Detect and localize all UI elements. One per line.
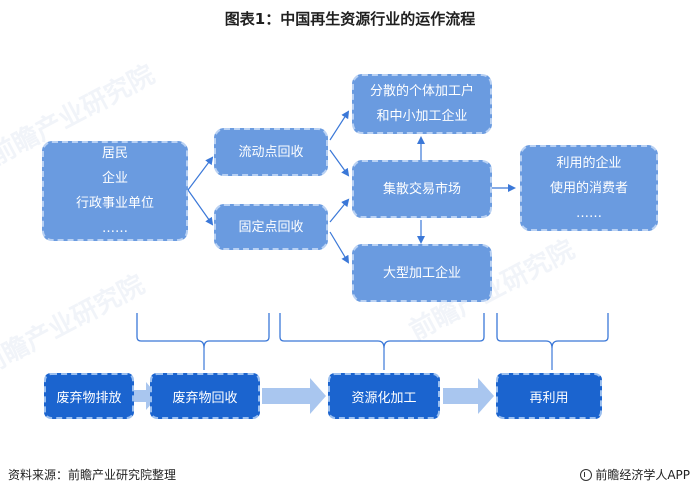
- processors-line2: 和中小加工企业: [376, 109, 468, 124]
- users-box: 利用的企业 使用的消费者 ……: [520, 145, 658, 231]
- source-residents: 居民: [101, 146, 128, 161]
- stage-recycling: 废弃物回收: [150, 373, 260, 419]
- sources-box: 居民 企业 行政事业单位 ……: [42, 141, 188, 241]
- stage-recycling-label: 废弃物回收: [172, 390, 238, 406]
- page-title: 图表1：中国再生资源行业的运作流程: [224, 10, 476, 28]
- brand-label: 前瞻经济学人APP: [595, 468, 690, 482]
- fixed-collection-box: 固定点回收: [214, 204, 328, 250]
- mobile-collection-box: 流动点回收: [214, 128, 328, 176]
- source-institutions: 行政事业单位: [75, 196, 154, 211]
- users-ellipsis: ……: [576, 205, 602, 221]
- bracket-recycling: [136, 313, 270, 349]
- users-consumers: 使用的消费者: [549, 180, 628, 196]
- market-box: 集散交易市场: [352, 160, 492, 218]
- source-note: 资料来源：前瞻产业研究院整理: [8, 468, 177, 482]
- source-enterprises: 企业: [101, 171, 128, 186]
- users-enterprises: 利用的企业: [556, 155, 622, 171]
- processors-box: 分散的个体加工户 和中小加工企业: [352, 74, 492, 134]
- mobile-collection-label: 流动点回收: [238, 144, 304, 160]
- brand-logo-icon: [580, 468, 593, 481]
- market-label: 集散交易市场: [382, 181, 461, 197]
- bracket-processing: [279, 313, 485, 349]
- source-ellipsis: ……: [102, 221, 128, 236]
- stage-reuse-label: 再利用: [529, 390, 569, 406]
- big-arrow-recycling-to-processing: [262, 378, 326, 414]
- arrow-sources-to-fixed: [187, 189, 214, 226]
- arrow-fixed-to-market: [329, 198, 350, 223]
- stage-processing-label: 资源化加工: [351, 390, 417, 406]
- bracket-reuse: [496, 313, 609, 349]
- processors-line1: 分散的个体加工户: [369, 84, 474, 99]
- large-processor-label: 大型加工企业: [382, 265, 461, 281]
- stage-discharge: 废弃物排放: [44, 373, 134, 419]
- stage-processing: 资源化加工: [328, 373, 440, 419]
- brand-credit: 前瞻经济学人APP: [580, 466, 690, 483]
- arrow-mobile-to-market: [329, 149, 350, 177]
- arrow-fixed-to-large: [329, 231, 350, 264]
- large-processor-box: 大型加工企业: [352, 244, 492, 302]
- stage-discharge-label: 废弃物排放: [56, 390, 122, 406]
- stage-reuse: 再利用: [496, 373, 602, 419]
- arrow-sources-to-mobile: [187, 156, 214, 191]
- fixed-collection-label: 固定点回收: [238, 219, 304, 235]
- arrow-mobile-to-processors: [329, 110, 350, 141]
- big-arrow-processing-to-reuse: [443, 378, 494, 414]
